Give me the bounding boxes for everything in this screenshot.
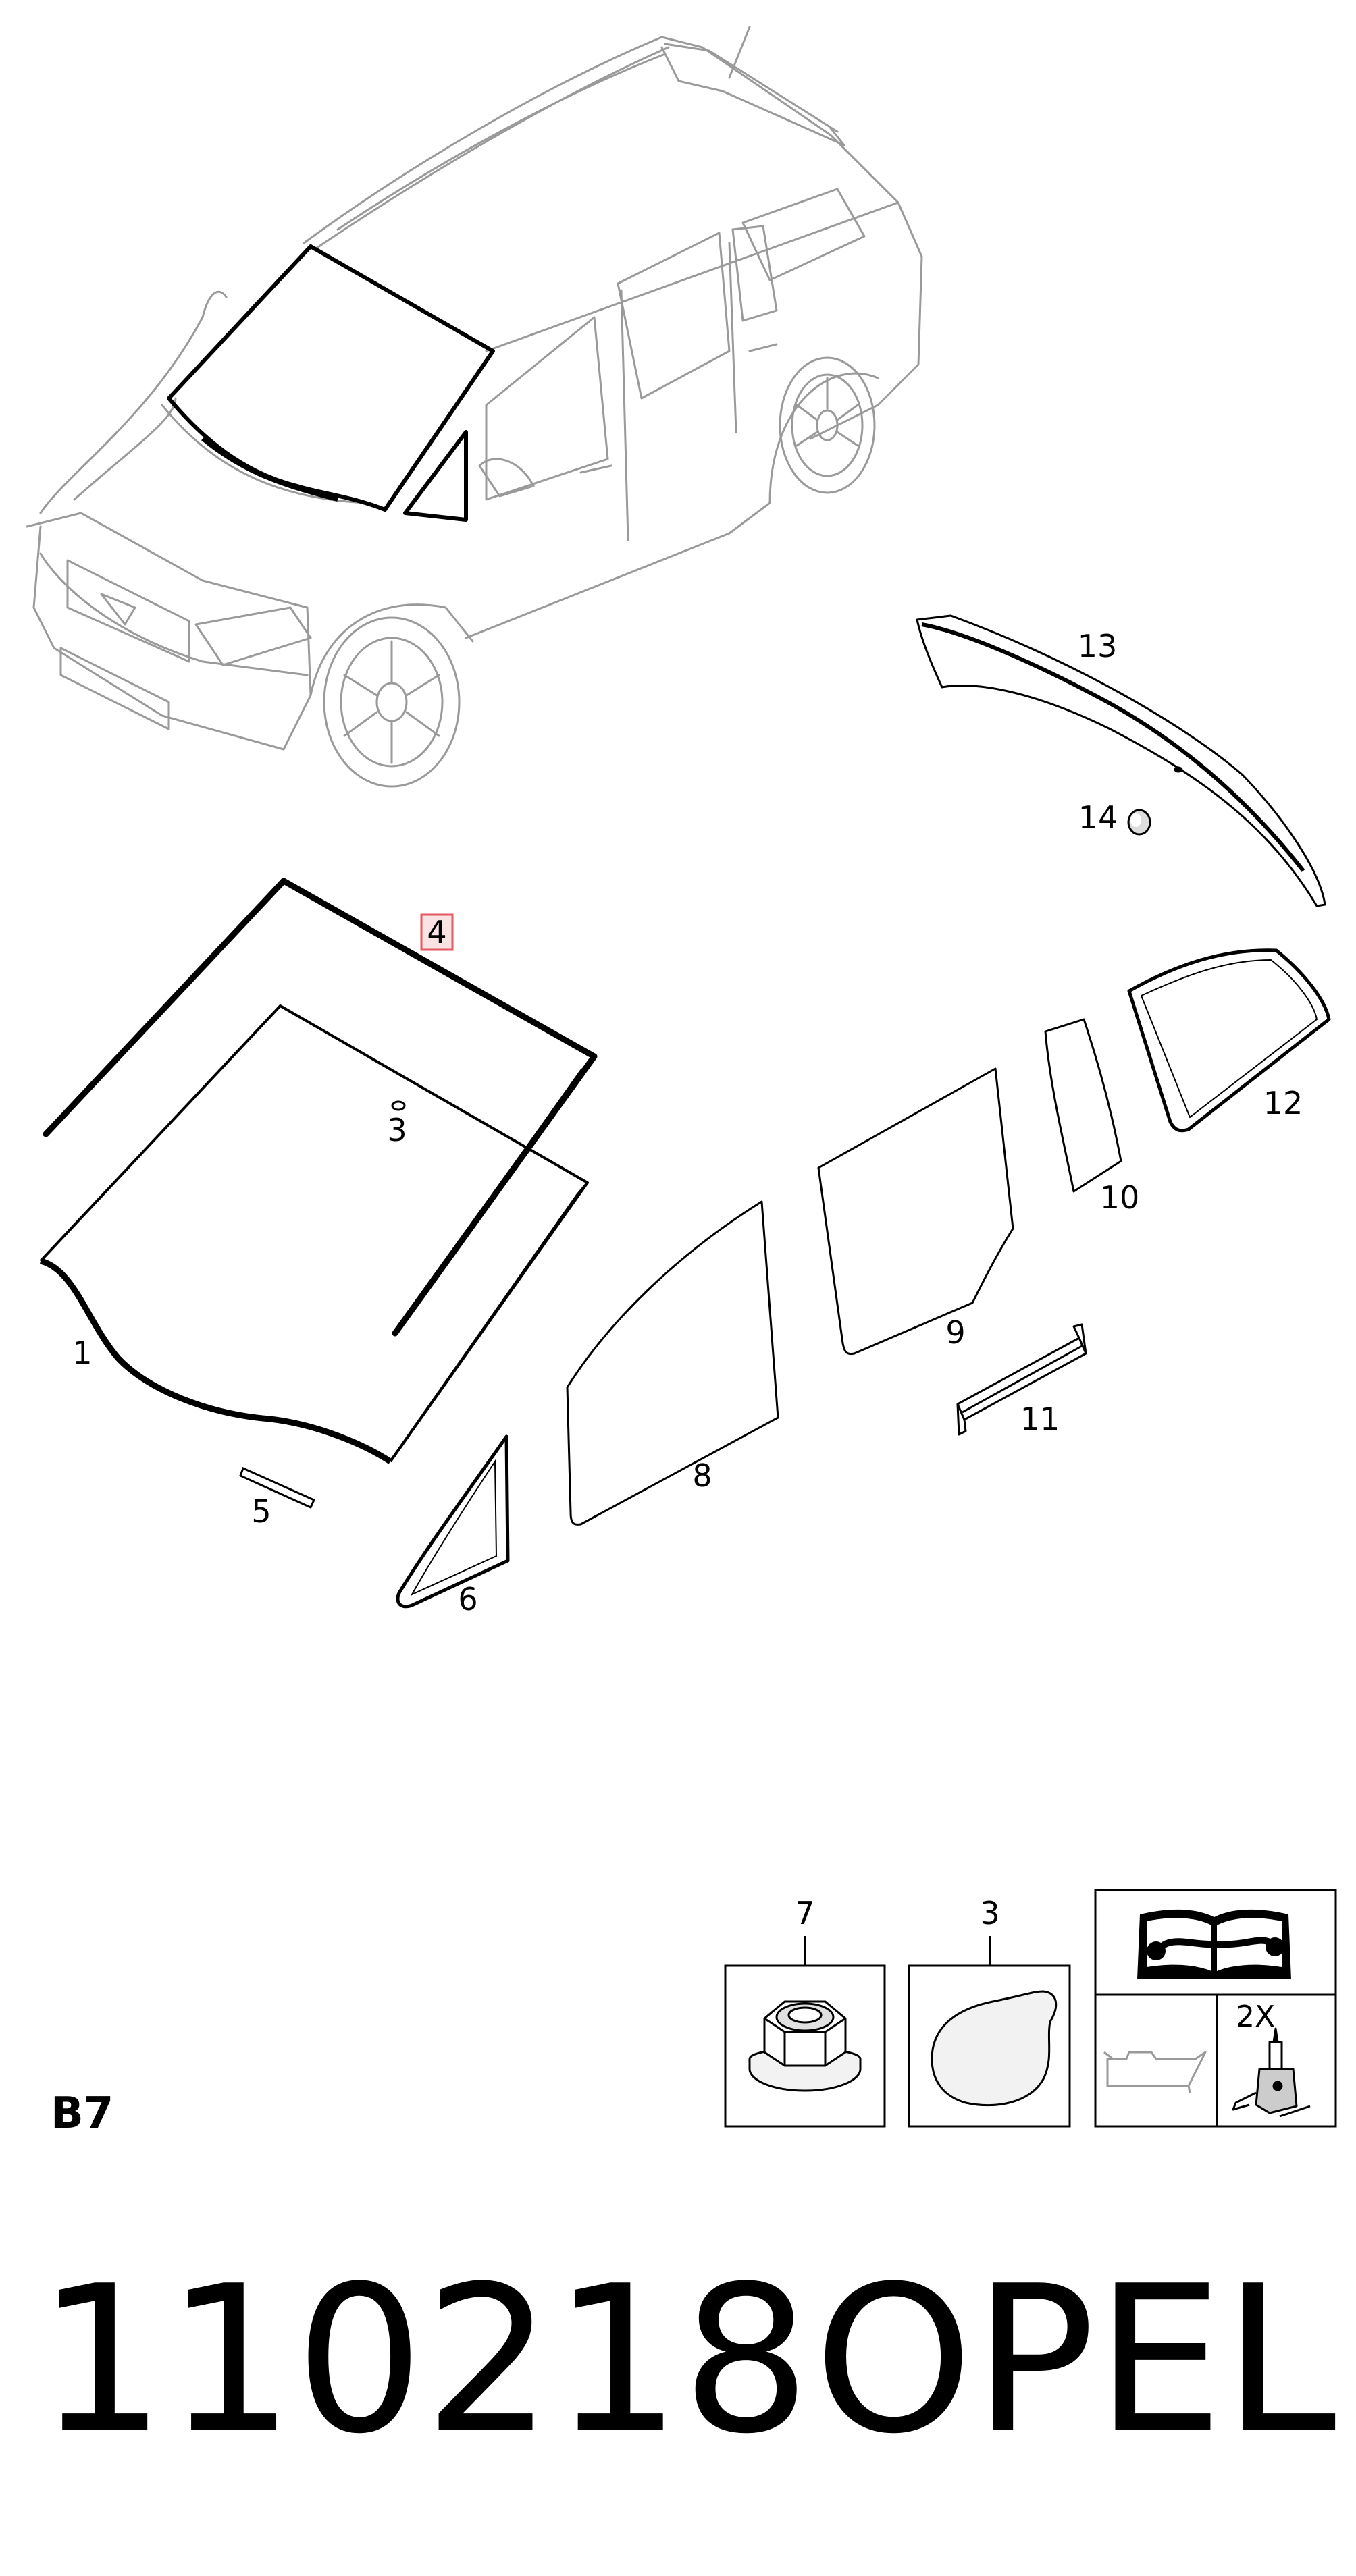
footer-brand: OPEL	[814, 2243, 1337, 2478]
callout-12: 12	[1263, 1085, 1303, 1121]
part-14-clip[interactable]	[1127, 809, 1151, 836]
part-11-channel-strip[interactable]	[956, 1323, 1087, 1436]
pad-icon	[931, 1990, 1058, 2107]
nut-icon	[748, 2000, 862, 2092]
part-1-windshield[interactable]	[39, 1004, 589, 1464]
part-12-rear-quarter-window[interactable]	[1127, 948, 1331, 1133]
part-3-sensor-pad[interactable]	[391, 1100, 406, 1111]
qty-label: 2X	[1236, 2000, 1275, 2034]
part-13-rear-spoiler[interactable]	[916, 614, 1326, 907]
callout-5: 5	[251, 1493, 271, 1530]
part-8-front-door-window[interactable]	[566, 1200, 779, 1526]
callout-9: 9	[945, 1314, 965, 1351]
callout-8: 8	[692, 1457, 712, 1494]
callout-4: 4	[427, 914, 446, 950]
callout-3b: 3	[980, 1895, 999, 1931]
part-4-windshield-molding[interactable]	[43, 878, 598, 1337]
callout-11: 11	[1020, 1401, 1060, 1437]
adhesive-tube-icon	[1232, 2027, 1311, 2118]
part-5-strip[interactable]	[239, 1466, 315, 1509]
callout-6: 6	[458, 1581, 477, 1617]
tools-box	[1094, 1889, 1337, 2128]
section-code: B7	[51, 2089, 113, 2139]
callout-7: 7	[795, 1895, 814, 1931]
part-6-quarter-window[interactable]	[396, 1434, 510, 1609]
part-10-fixed-window[interactable]	[1044, 1018, 1122, 1193]
part-9-rear-door-window[interactable]	[817, 1067, 1014, 1356]
footer-code: 110218	[37, 2243, 810, 2478]
callout-14: 14	[1078, 799, 1118, 836]
vehicle-glass-highlight	[167, 244, 495, 522]
manual-wrench-icon	[1137, 1909, 1291, 1979]
callout-10: 10	[1100, 1179, 1140, 1216]
nut-box	[724, 1964, 886, 2128]
callout-3a: 3	[387, 1112, 407, 1148]
pad-box	[908, 1964, 1071, 2128]
vehicle-illustration	[26, 26, 923, 788]
oil-can-icon	[1103, 2051, 1207, 2093]
callout-13: 13	[1078, 628, 1118, 664]
callout-4-highlight-box	[420, 913, 454, 951]
callout-1: 1	[72, 1335, 92, 1371]
